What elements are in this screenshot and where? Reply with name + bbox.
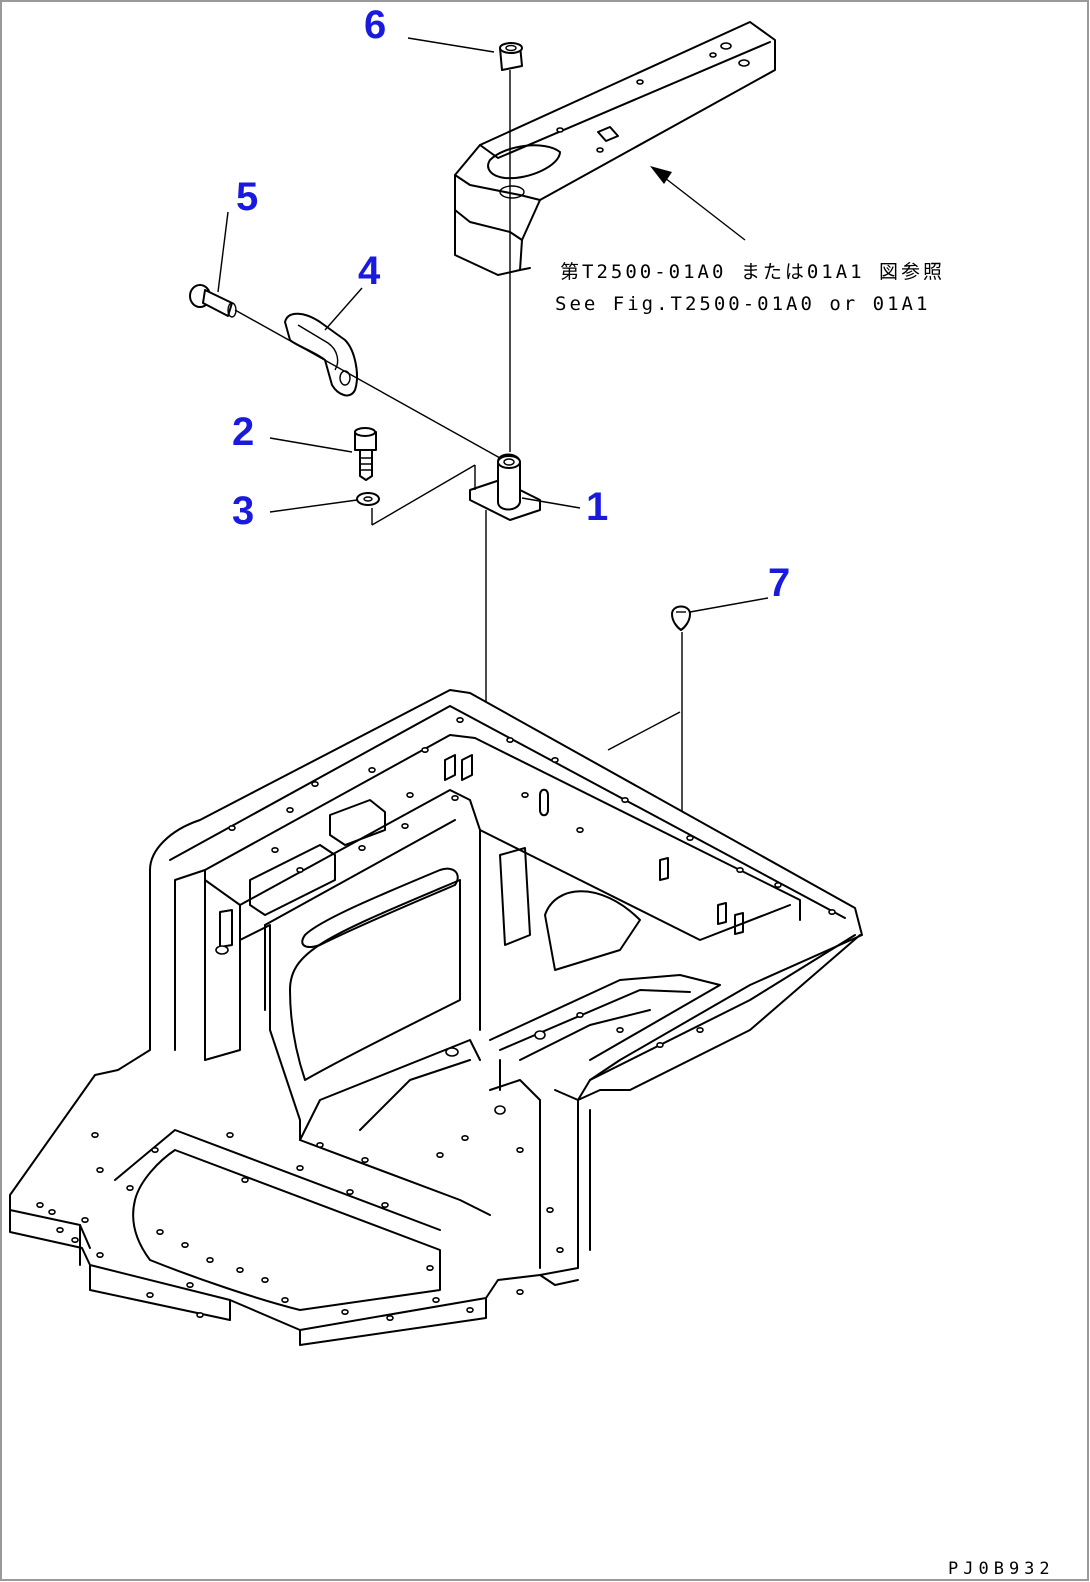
bolt-hole [432,1297,440,1304]
bolt-hole [736,866,744,873]
bolt-hole [436,1152,444,1159]
bolt-hole [346,1189,354,1196]
part-7-clip [671,605,691,631]
bolt-hole [206,1257,214,1264]
bolt-hole [546,1207,554,1214]
bolt-hole [286,806,294,813]
bolt-hole [316,1142,324,1149]
bolt-hole [81,1217,89,1224]
callout-4: 4 [358,249,381,293]
bolt-hole [36,1202,44,1209]
bolt-hole [368,766,376,773]
bolt-hole [401,822,409,829]
callout-7: 7 [768,561,790,605]
bolt-hole [296,1165,304,1172]
drawing-code: PJ0B932 [948,1559,1055,1579]
bolt-hole [311,780,319,787]
bolt-hole [461,1135,469,1142]
bolt-hole [96,1167,104,1174]
reference-note-jp: 第T2500-01A0 または01A1 図参照 [560,261,945,283]
callout-2: 2 [232,410,254,454]
arrowhead [650,166,672,184]
upper-console-panel [454,21,776,276]
bolt-hole [521,791,529,798]
callout-5: 5 [236,175,258,219]
bolt-hole [696,1027,704,1034]
bolt-hole [296,866,304,873]
bolt-hole [196,1312,204,1319]
bolt-hole [828,908,836,915]
bolt-hole [621,796,629,803]
bolt-hole [186,1282,194,1289]
bolt-hole [236,1267,244,1274]
bolt-hole [341,1309,349,1316]
bolt-hole [556,1247,564,1254]
part-5-bolt [189,284,237,318]
leader-lines [217,37,769,751]
bolt-hole [381,1202,389,1209]
bolt-hole [576,826,584,833]
bolt-hole [96,1252,104,1259]
bolt-holes [36,716,836,1322]
bolt-hole [146,1292,154,1299]
bolt-hole [576,1011,584,1018]
bolt-hole [656,1042,664,1049]
bolt-hole [281,1297,289,1304]
bolt-hole [358,844,366,851]
bolt-hole [386,1315,394,1322]
bolt-hole [421,746,429,753]
bolt-hole [506,736,514,743]
callout-1: 1 [586,485,608,529]
bolt-hole [126,1185,134,1192]
callout-6: 6 [364,3,386,47]
bolt-hole [151,1147,159,1154]
bolt-hole [774,881,782,888]
reference-note-en: See Fig.T2500-01A0 or 01A1 [555,293,930,315]
bolt-hole [156,1229,164,1236]
bolt-hole [71,1237,79,1244]
bolt-hole [516,1147,524,1154]
bolt-hole [426,1265,434,1272]
bolt-hole [226,1132,234,1139]
bolt-hole [451,794,459,801]
bolt-hole [361,1157,369,1164]
bolt-hole [261,1277,269,1284]
bolt-hole [551,756,559,763]
bolt-hole [616,1027,624,1034]
bolt-hole [181,1242,189,1249]
part-6-cap [499,42,523,71]
part-3-washer [356,492,380,506]
bolt-hole [91,1132,99,1139]
bolt-hole [271,846,279,853]
mount-plate-outline [371,464,476,526]
bolt-hole [406,791,414,798]
part-4-plate [284,312,358,397]
part-1-bracket [469,453,541,521]
bolt-hole [241,1177,249,1184]
bolt-hole [456,716,464,723]
bolt-hole [228,824,236,831]
part-2-bolt [354,427,377,481]
floor-frame [9,689,863,1346]
bolt-hole [516,1289,524,1296]
bolt-hole [466,1307,474,1314]
callout-3: 3 [232,489,254,533]
bolt-hole [686,834,694,841]
bolt-hole [48,1209,56,1216]
bolt-hole [56,1227,64,1234]
